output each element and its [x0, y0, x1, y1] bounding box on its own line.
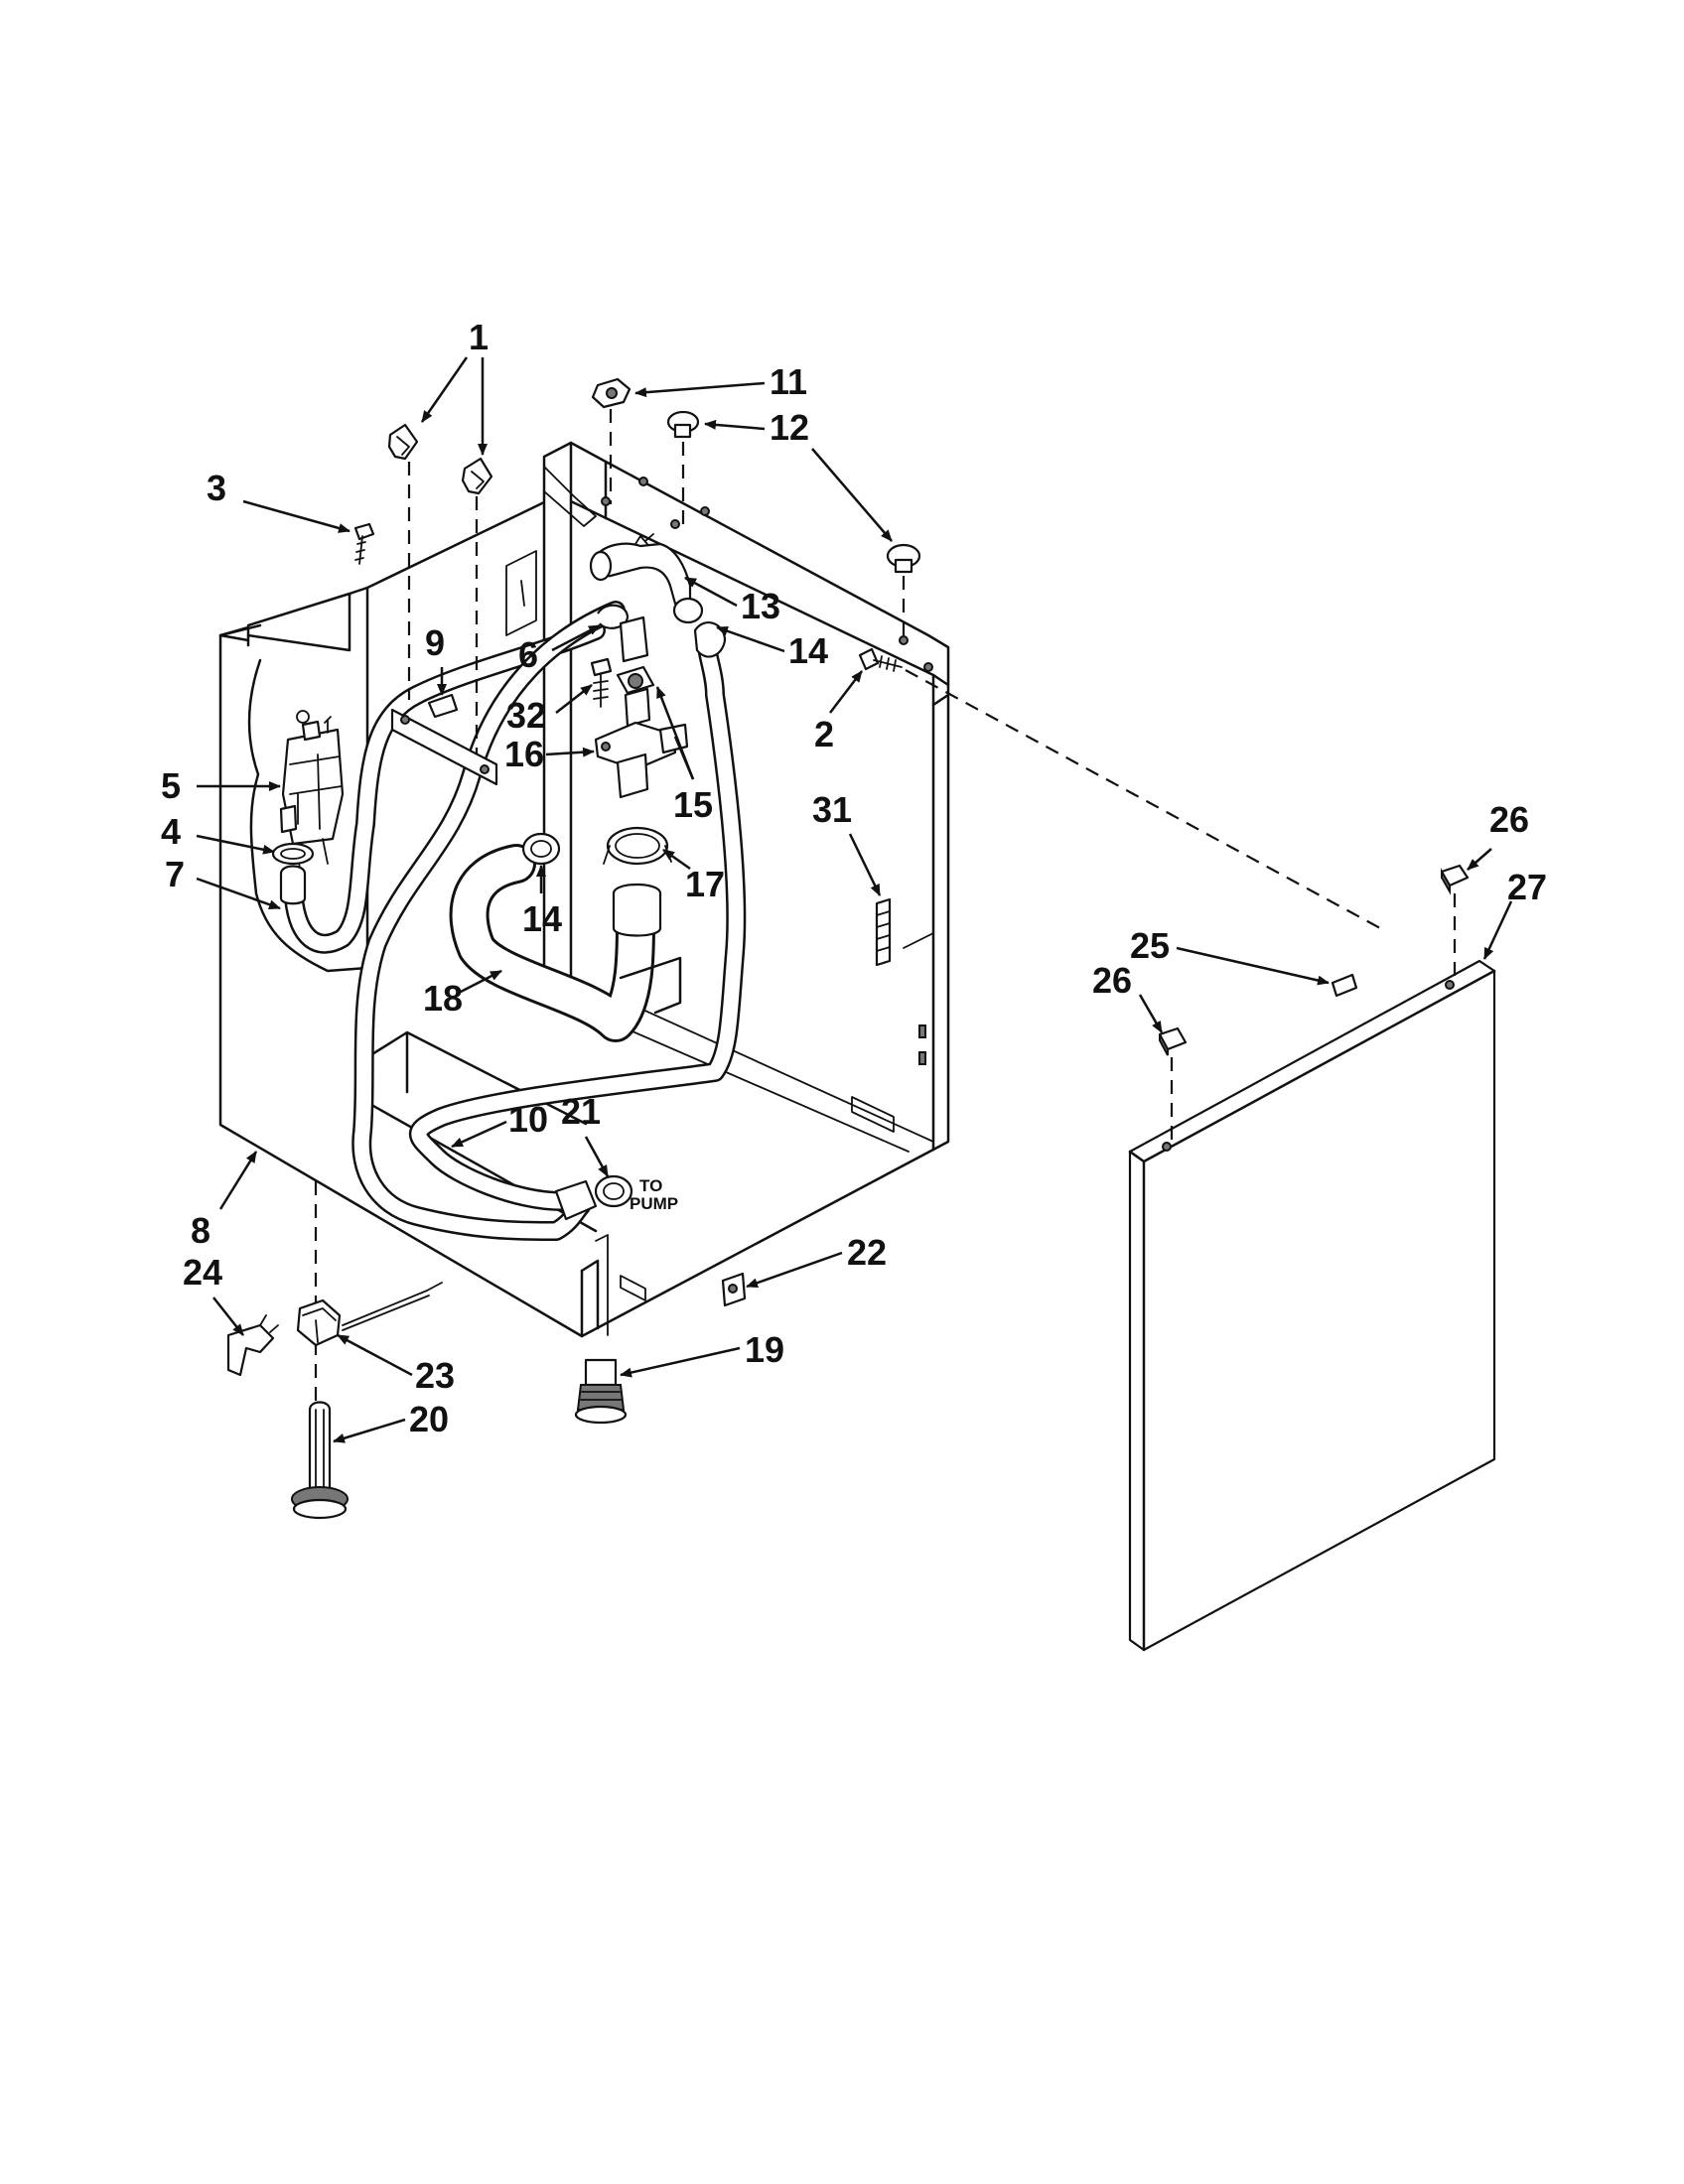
- callout-labels: 1 2 3 4 5 6 7 8 9 10 11 12 13 14 14 15 1…: [161, 317, 1547, 1439]
- callout-26-top: 26: [1489, 799, 1529, 840]
- callout-6: 6: [518, 634, 538, 675]
- callout-7: 7: [165, 854, 185, 894]
- callout-32: 32: [506, 695, 546, 736]
- foot-19: [574, 1358, 628, 1425]
- clip-26-left: [1158, 1026, 1188, 1056]
- callout-31: 31: [812, 789, 852, 830]
- callout-1: 1: [469, 317, 489, 357]
- cabinet-base: [355, 1030, 935, 1338]
- clamp-14-upper: [672, 597, 704, 624]
- cabinet-base-bracket: [595, 1234, 646, 1336]
- plug-12b: [886, 543, 921, 574]
- cabinet-rear-slot: [505, 550, 537, 636]
- elbow-13: [589, 533, 692, 606]
- screw-2: [858, 647, 903, 672]
- callout-5: 5: [161, 765, 181, 806]
- strip-31: [875, 897, 892, 967]
- clip-1b: [461, 457, 493, 495]
- clamp-21: [594, 1174, 633, 1208]
- front-panel-27: [1128, 959, 1496, 1652]
- callout-8: 8: [191, 1210, 210, 1251]
- callout-3: 3: [207, 468, 226, 508]
- callout-27: 27: [1507, 867, 1547, 907]
- clip-1a: [387, 423, 419, 461]
- callout-12: 12: [770, 407, 809, 448]
- leg-20: [291, 1401, 349, 1520]
- clip-26-top: [1440, 864, 1470, 895]
- callout-26-left: 26: [1092, 960, 1132, 1001]
- callout-20: 20: [409, 1399, 449, 1439]
- to-pump-label-line2: PUMP: [630, 1194, 678, 1213]
- callout-11: 11: [770, 361, 807, 402]
- cabinet-left-cutaway: [247, 658, 369, 973]
- clip-25: [1331, 973, 1358, 998]
- fitting-15: [616, 665, 655, 728]
- bracket-9: [427, 693, 459, 719]
- clamp-4: [271, 842, 315, 866]
- hose-connector-6: [619, 615, 649, 663]
- pump-connector: [554, 1179, 598, 1221]
- cabinet-rear-bracket: [543, 466, 597, 527]
- callout-22: 22: [847, 1232, 887, 1273]
- callout-21: 21: [561, 1091, 601, 1132]
- leader-lines: [196, 356, 1513, 1443]
- hose-end-7: [279, 865, 307, 905]
- callout-16: 16: [504, 734, 544, 774]
- nut-11: [591, 377, 632, 409]
- callout-9: 9: [425, 622, 445, 663]
- screw-2-dashed-line: [905, 669, 1381, 929]
- clip-24: [226, 1314, 279, 1377]
- callout-19: 19: [745, 1329, 784, 1370]
- callout-17: 17: [685, 864, 725, 904]
- callout-13: 13: [741, 586, 780, 626]
- clamp-14-lower: [521, 832, 561, 866]
- callout-24: 24: [183, 1252, 222, 1293]
- callout-4: 4: [161, 811, 181, 852]
- cabinet: [218, 441, 950, 1338]
- to-pump-label-line1: TO: [639, 1176, 662, 1195]
- valve-16: [594, 721, 689, 799]
- callout-14-upper: 14: [788, 630, 828, 671]
- water-valve-5: [279, 710, 345, 875]
- callout-25: 25: [1130, 925, 1170, 966]
- callout-10: 10: [508, 1099, 548, 1140]
- screw-3: [353, 522, 375, 565]
- leveling-cable: [342, 1282, 443, 1326]
- bracket-23: [296, 1298, 342, 1347]
- screw-32: [590, 657, 613, 708]
- callout-15: 15: [673, 784, 713, 825]
- cabinet-right-corner: [931, 683, 950, 1152]
- plug-12a: [666, 410, 700, 439]
- callout-14-lower: 14: [522, 898, 562, 939]
- callout-18: 18: [423, 978, 463, 1019]
- inlet-hose-assembly: [284, 601, 747, 1241]
- callout-2: 2: [814, 714, 834, 754]
- callout-23: 23: [415, 1355, 455, 1396]
